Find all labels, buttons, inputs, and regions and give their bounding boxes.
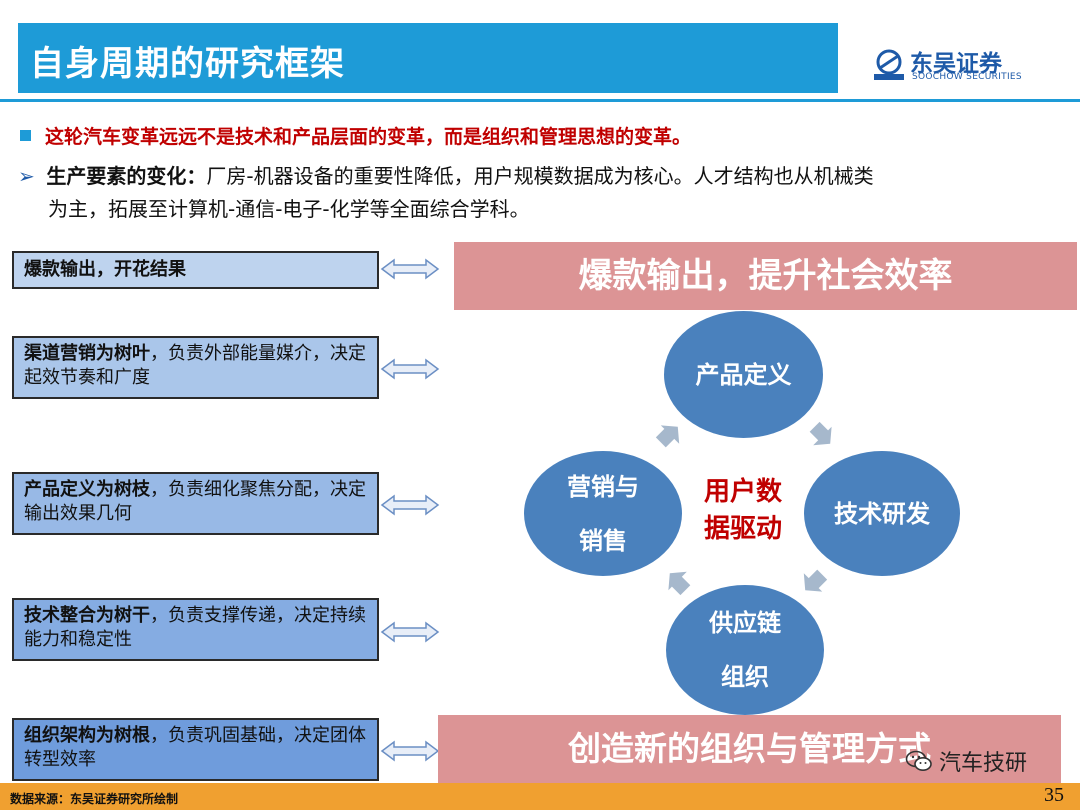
double-arrow-icon <box>380 358 440 380</box>
wechat-icon <box>905 750 932 771</box>
top-banner: 爆款输出，提升社会效率 <box>454 242 1077 310</box>
cycle-node-label-line1: 供应链 <box>709 609 781 637</box>
main-bullet: 这轮汽车变革远远不是技术和产品层面的变革，而是组织和管理思想的变革。 <box>20 122 691 149</box>
soochow-logo-icon <box>874 49 904 80</box>
tree-box-roots-text: ，负责巩固基础，决定团体转型效率 <box>24 725 366 770</box>
tree-box-leaves-title: 渠道营销为树叶 <box>24 343 150 364</box>
tree-box-branches-title: 产品定义为树枝 <box>24 479 150 500</box>
cycle-node-label-line2: 组织 <box>721 663 769 691</box>
cycle-arrow-icon <box>803 569 828 592</box>
tree-box-roots-title: 组织架构为树根 <box>24 725 150 746</box>
sub-bullet: ➢ 生产要素的变化：厂房-机器设备的重要性降低，用户规模数据成为核心。人才结构也… <box>18 160 1068 226</box>
tree-box-roots: 组织架构为树根，负责巩固基础，决定团体转型效率 <box>12 718 379 781</box>
cycle-arrow-icon <box>809 421 832 446</box>
cycle-node-tech-rd: 技术研发 <box>804 451 960 576</box>
footer-source: 数据来源：东吴证券研究所绘制 <box>10 792 179 806</box>
tree-box-fruit-title: 爆款输出，开花结果 <box>24 259 186 280</box>
sub-bullet-line2: 为主，拓展至计算机-通信-电子-化学等全面综合学科。 <box>48 197 530 221</box>
tree-box-trunk: 技术整合为树干，负责支撑传递，决定持续能力和稳定性 <box>12 598 379 661</box>
tree-box-trunk-text: ，负责支撑传递，决定持续能力和稳定性 <box>24 605 366 650</box>
tree-box-branches-text: ，负责细化聚焦分配，决定输出效果几何 <box>24 479 366 524</box>
sub-bullet-line1: 厂房-机器设备的重要性降低，用户规模数据成为核心。人才结构也从机械类 <box>206 164 874 188</box>
double-arrow-icon <box>380 258 440 280</box>
tree-box-trunk-title: 技术整合为树干 <box>24 605 150 626</box>
double-arrow-icon <box>380 740 440 762</box>
tree-box-leaves-text: ，负责外部能量媒介，决定起效节奏和广度 <box>24 343 366 388</box>
cycle-node-label: 技术研发 <box>834 499 930 528</box>
cycle-arrow-icon <box>668 571 691 596</box>
cycle-center-line1: 用户数 <box>703 477 782 507</box>
cycle-node-label-line1: 营销与 <box>567 472 639 501</box>
tree-box-leaves: 渠道营销为树叶，负责外部能量媒介，决定起效节奏和广度 <box>12 336 379 399</box>
cycle-center-label: 用户数 据驱动 <box>693 474 793 548</box>
cycle-center-line2: 据驱动 <box>703 514 782 544</box>
watermark-text: 汽车技研 <box>939 751 1028 776</box>
cycle-node-label: 产品定义 <box>695 360 792 389</box>
watermark: 汽车技研 <box>905 744 1027 778</box>
cycle-node-product-definition: 产品定义 <box>664 311 823 438</box>
header-bar <box>18 23 838 93</box>
logo-company-name: 东吴证券 <box>910 51 1002 77</box>
bottom-banner: 创造新的组织与管理方式 <box>438 715 1061 783</box>
cycle-node-supply-chain: 供应链 组织 <box>666 585 824 715</box>
tree-box-fruit: 爆款输出，开花结果 <box>12 251 379 289</box>
page-number: 35 <box>1044 784 1064 806</box>
double-arrow-icon <box>380 494 440 516</box>
square-bullet-icon <box>20 130 31 141</box>
cycle-node-marketing-sales: 营销与 销售 <box>524 451 682 576</box>
footer-bar <box>0 783 1080 810</box>
tree-box-branches: 产品定义为树枝，负责细化聚焦分配，决定输出效果几何 <box>12 472 379 535</box>
cycle-node-label-line2: 销售 <box>579 526 627 555</box>
double-arrow-icon <box>380 621 440 643</box>
arrow-bullet-icon: ➢ <box>18 164 35 188</box>
cycle-arrow-icon <box>655 425 680 448</box>
page-title: 自身周期的研究框架 <box>30 44 345 84</box>
company-logo: 东吴证券 SOOCHOW SECURITIES <box>872 46 1032 90</box>
header-divider <box>0 99 1080 102</box>
main-bullet-text: 这轮汽车变革远远不是技术和产品层面的变革，而是组织和管理思想的变革。 <box>45 126 692 148</box>
logo-english-name: SOOCHOW SECURITIES <box>912 72 1022 82</box>
sub-bullet-lead: 生产要素的变化： <box>46 164 207 188</box>
